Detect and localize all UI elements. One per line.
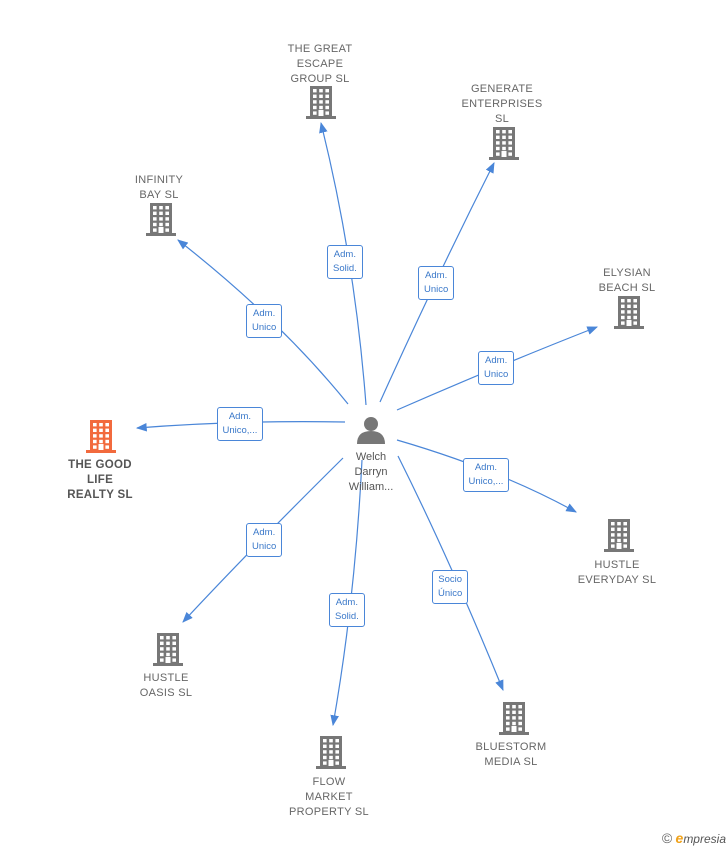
company-label-elysian[interactable]: ELYSIAN BEACH SL bbox=[567, 266, 687, 296]
role-badge-line: Adm. bbox=[253, 308, 276, 319]
company-label-flow-market[interactable]: FLOW MARKET PROPERTY SL bbox=[269, 775, 389, 820]
company-label-line: OASIS SL bbox=[139, 687, 193, 699]
role-badge-line: Adm. bbox=[228, 411, 252, 422]
building-icon[interactable] bbox=[614, 296, 644, 329]
empresia-logo-text: mpresia bbox=[683, 832, 726, 846]
role-badge-line: Adm. bbox=[474, 462, 498, 473]
role-badge-great-escape[interactable]: Adm. Solid. bbox=[327, 245, 363, 279]
building-icon[interactable] bbox=[146, 203, 176, 236]
building-icon[interactable] bbox=[86, 420, 116, 453]
role-badge-hustle-everyday[interactable]: Adm. Unico,... bbox=[462, 458, 510, 492]
role-badge-line: Único bbox=[438, 588, 463, 599]
company-label-infinity[interactable]: INFINITY BAY SL bbox=[99, 173, 219, 203]
copyright-icon: © bbox=[661, 830, 673, 846]
company-label-line: EVERYDAY SL bbox=[577, 574, 657, 586]
role-badge-hustle-oasis[interactable]: Adm. Unico bbox=[246, 523, 283, 557]
role-badge-line: Unico bbox=[252, 322, 277, 333]
role-badge-line: Solid. bbox=[335, 611, 359, 622]
person-icon[interactable] bbox=[357, 417, 385, 444]
company-label-line: GROUP SL bbox=[290, 73, 350, 85]
role-badge-line: Adm. bbox=[333, 249, 356, 260]
company-label-line: PROPERTY SL bbox=[289, 806, 369, 818]
company-label-line: BAY SL bbox=[139, 189, 179, 201]
role-badge-line: Unico,... bbox=[222, 425, 258, 436]
company-label-line: ENTERPRISES bbox=[461, 98, 543, 110]
building-icon[interactable] bbox=[306, 86, 336, 119]
building-icon[interactable] bbox=[316, 736, 346, 769]
company-label-line: MARKET bbox=[305, 791, 353, 803]
role-badge-flow-market[interactable]: Adm. Solid. bbox=[329, 593, 365, 627]
company-label-generate[interactable]: GENERATE ENTERPRISES SL bbox=[442, 82, 562, 127]
role-badge-line: Adm. bbox=[253, 527, 276, 538]
company-label-line: THE GREAT bbox=[287, 43, 353, 55]
company-label-line: FLOW bbox=[312, 776, 346, 788]
company-label-line: HUSTLE bbox=[143, 672, 189, 684]
role-badge-good-life[interactable]: Adm. Unico,... bbox=[216, 407, 264, 441]
role-badge-elysian[interactable]: Adm. Unico bbox=[478, 351, 515, 385]
building-icon[interactable] bbox=[489, 127, 519, 160]
role-badge-line: Adm. bbox=[425, 270, 448, 281]
role-badge-line: Unico bbox=[252, 541, 277, 552]
company-label-line: LIFE bbox=[86, 474, 114, 486]
edge-bluestorm bbox=[397, 455, 504, 692]
company-label-bluestorm[interactable]: BLUESTORM MEDIA SL bbox=[451, 740, 571, 770]
company-label-line: GENERATE bbox=[470, 83, 534, 95]
role-badge-line: Unico bbox=[424, 284, 449, 295]
company-label-line: INFINITY bbox=[134, 174, 184, 186]
role-badge-line: Adm. bbox=[335, 597, 358, 608]
company-label-great-escape[interactable]: THE GREAT ESCAPE GROUP SL bbox=[260, 42, 380, 87]
company-label-hustle-oasis[interactable]: HUSTLE OASIS SL bbox=[106, 671, 226, 701]
company-label-line: MEDIA SL bbox=[484, 756, 538, 768]
building-icon[interactable] bbox=[604, 519, 634, 552]
person-name-line: Welch bbox=[355, 451, 387, 463]
role-badge-generate[interactable]: Adm. Unico bbox=[418, 266, 455, 300]
empresia-watermark[interactable]: © empresia bbox=[662, 830, 726, 846]
company-label-good-life[interactable]: THE GOOD LIFE REALTY SL bbox=[40, 458, 160, 503]
company-label-line: REALTY SL bbox=[67, 489, 133, 501]
role-badge-line: Adm. bbox=[485, 355, 508, 366]
role-badge-line: Socio bbox=[438, 574, 463, 585]
company-label-line: THE GOOD bbox=[68, 459, 132, 471]
building-icon[interactable] bbox=[153, 633, 183, 666]
company-label-line: BEACH SL bbox=[598, 282, 656, 294]
empresia-logo-initial: e bbox=[675, 830, 684, 846]
company-label-line: SL bbox=[494, 113, 510, 125]
role-badge-line: Unico,... bbox=[468, 476, 504, 487]
role-badge-line: Solid. bbox=[333, 263, 357, 274]
company-label-hustle-everyday[interactable]: HUSTLE EVERYDAY SL bbox=[557, 558, 677, 588]
company-label-line: BLUESTORM bbox=[475, 741, 547, 753]
company-label-line: ELYSIAN bbox=[603, 267, 651, 279]
company-label-line: HUSTLE bbox=[594, 559, 640, 571]
role-badge-infinity[interactable]: Adm. Unico bbox=[246, 304, 283, 338]
person-name-line: William... bbox=[348, 481, 394, 493]
company-label-line: ESCAPE bbox=[296, 58, 344, 70]
role-badge-line: Unico bbox=[484, 369, 509, 380]
person-name-line: Darryn bbox=[354, 466, 388, 478]
building-icon[interactable] bbox=[499, 702, 529, 735]
